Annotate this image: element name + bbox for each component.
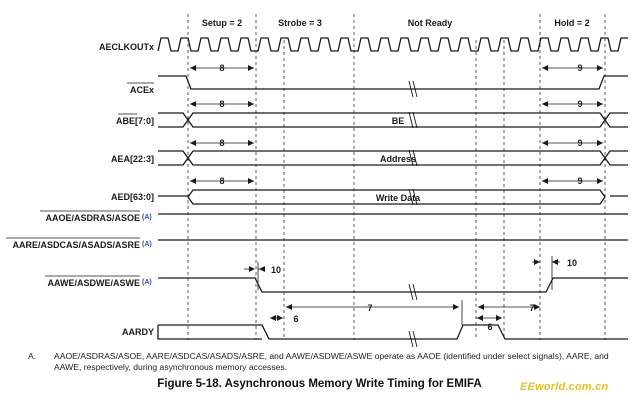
setup-abe-value: 8	[219, 99, 224, 109]
abe-bus	[158, 112, 628, 128]
awe-fall-value: 10	[271, 265, 281, 275]
footnote-text: AAOE/ASDRAS/ASOE, AARE/ASDCAS/ASADS/ASRE…	[54, 351, 609, 372]
aawe-waveform	[158, 277, 628, 293]
hold-ace-value: 9	[577, 63, 582, 73]
ardy-fall-value: 6	[293, 314, 298, 324]
phase-not-ready-label: Not Ready	[408, 18, 453, 28]
aea-value: Address	[380, 154, 416, 164]
setup-dimensions	[190, 67, 254, 182]
ardy-arrowheads	[270, 315, 502, 321]
hold-dimensions	[542, 67, 603, 182]
aed-value: Write Data	[376, 193, 421, 203]
strobe-dimensions	[286, 300, 540, 325]
signal-aare-label: AARE/ASDCAS/ASADS/ASRE	[12, 240, 140, 250]
abe-value: BE	[392, 116, 405, 126]
ardy-to-hold-value: 7	[529, 303, 534, 313]
signal-ace-label: ACEx	[130, 85, 154, 95]
signal-aardy-label: AARDY	[122, 327, 154, 337]
awe-arrowheads	[249, 259, 558, 272]
watermark: EEworld.com.cn	[520, 381, 609, 393]
setup-ace-value: 8	[219, 63, 224, 73]
aare-note-ref: (A)	[142, 241, 152, 248]
aea-bus	[158, 150, 628, 166]
signal-aaoe-label: AAOE/ASDRAS/ASOE	[45, 213, 140, 223]
signal-aed-label: AED[63:0]	[111, 192, 154, 202]
hold-aea-value: 9	[577, 138, 582, 148]
phase-guides	[187, 14, 606, 340]
phase-setup-label: Setup = 2	[202, 18, 242, 28]
clk-waveform	[157, 37, 628, 52]
awe-dimensions	[244, 256, 560, 290]
setup-aea-value: 8	[219, 138, 224, 148]
hold-arrowheads	[542, 65, 603, 184]
signal-aawe-label: AAWE/ASDWE/ASWE	[47, 278, 140, 288]
aed-bus	[158, 189, 628, 205]
figure-caption: Figure 5-18. Asynchronous Memory Write T…	[157, 378, 482, 390]
aaoe-note-ref: (A)	[142, 214, 152, 221]
hold-aed-value: 9	[577, 176, 582, 186]
phase-strobe-label: Strobe = 3	[278, 18, 322, 28]
footnote-label: A.	[28, 351, 37, 361]
ardy-rise-value: 6	[487, 322, 492, 332]
strobe-arrowheads	[286, 304, 540, 310]
awe-rise-value: 10	[567, 258, 577, 268]
ace-waveform	[158, 75, 628, 90]
setup-aed-value: 8	[219, 176, 224, 186]
hold-abe-value: 9	[577, 99, 582, 109]
signal-clk-label: AECLKOUTx	[99, 42, 154, 52]
strobe-length-value: 7	[367, 303, 372, 313]
setup-arrowheads	[190, 65, 254, 184]
signal-abe-label: ABE[7:0]	[116, 116, 154, 126]
aawe-note-ref: (A)	[142, 279, 152, 286]
signal-aea-label: AEA[22:3]	[111, 154, 154, 164]
break-marks	[408, 80, 418, 348]
aardy-waveform	[157, 324, 628, 340]
phase-hold-label: Hold = 2	[554, 18, 589, 28]
